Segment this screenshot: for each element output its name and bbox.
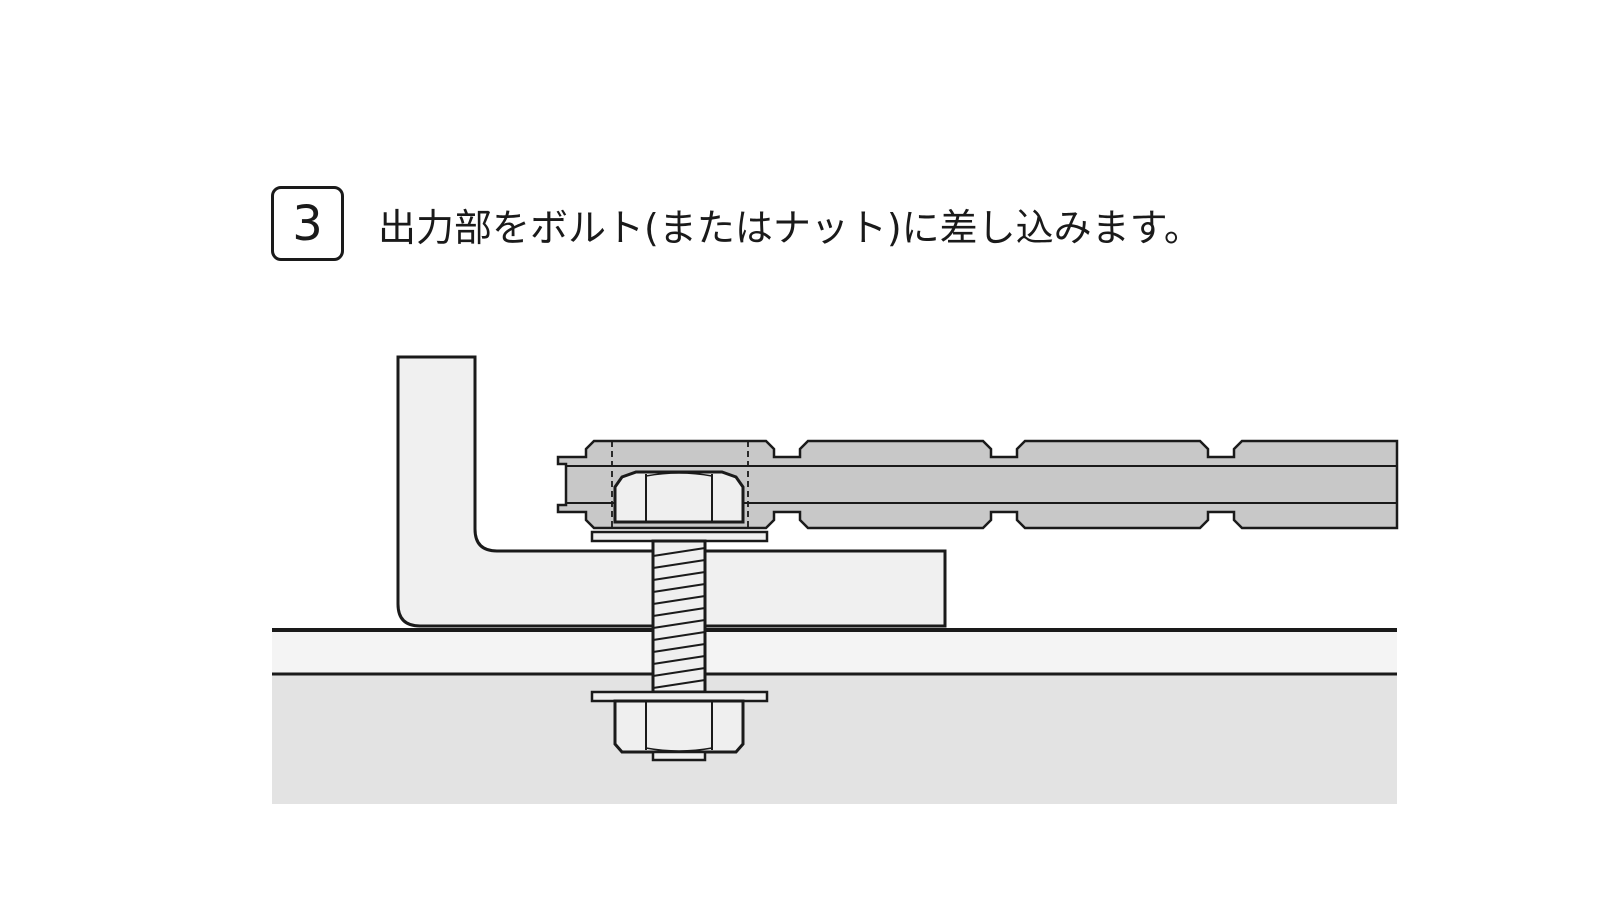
base-block	[272, 628, 1397, 804]
bolt-shank	[651, 539, 707, 694]
step-number: 3	[292, 195, 323, 252]
step-number-badge: 3	[271, 186, 344, 261]
output-section	[556, 439, 1399, 530]
bolt-head	[613, 470, 745, 524]
l-bracket	[396, 355, 947, 628]
step-instruction: 出力部をボルト(またはナット)に差し込みます。	[378, 205, 1202, 250]
nut	[613, 699, 745, 762]
